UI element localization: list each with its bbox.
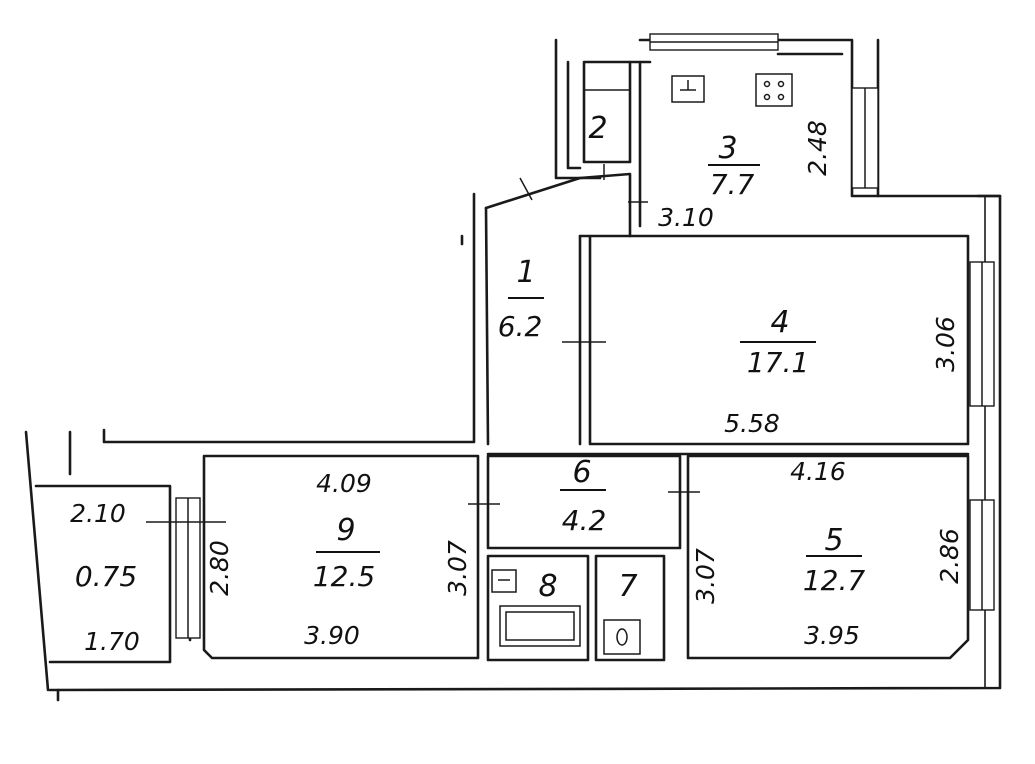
toilet-icon — [603, 619, 641, 655]
room-labels: 2 3 7.7 1 6.2 4 17.1 6 4.2 8 7 9 12.5 5 … — [313, 111, 866, 604]
kitchen-fixtures — [671, 73, 793, 107]
room5-top-dimension: 4.16 — [790, 457, 846, 486]
room-9-number: 9 — [336, 513, 355, 548]
room-8-number: 8 — [538, 569, 557, 604]
door-marks — [146, 164, 700, 523]
room-1-area: 6.2 — [498, 310, 543, 343]
room-1-number: 1 — [516, 255, 535, 290]
sink-icon — [671, 75, 705, 103]
room-7-number: 7 — [618, 569, 637, 604]
room-9-area: 12.5 — [313, 560, 375, 593]
room-3-area: 7.7 — [710, 168, 755, 201]
room5-bottom-dimension: 3.95 — [804, 621, 860, 650]
bathroom-fixtures — [491, 569, 641, 655]
balcony-top-dimension: 2.10 — [70, 499, 126, 528]
room9-top-dimension: 4.09 — [316, 469, 372, 498]
room9-bottom-dimension: 3.90 — [304, 621, 360, 650]
room4-side-dimension: 3.06 — [931, 316, 960, 372]
kitchen-bottom-dimension: 3.10 — [658, 203, 714, 232]
room-3-number: 3 — [718, 131, 737, 166]
kitchen-side-dimension: 2.48 — [803, 120, 832, 176]
balcony-area: 0.75 — [75, 560, 137, 593]
room-2-number: 2 — [588, 111, 607, 146]
room9-left-dimension: 2.80 — [205, 540, 234, 596]
room9-right-dimension: 3.07 — [443, 540, 472, 596]
room-4-number: 4 — [770, 305, 789, 340]
room4-bottom-dimension: 5.58 — [724, 409, 780, 438]
room-6-number: 6 — [572, 455, 591, 490]
bathtub-icon — [499, 605, 581, 647]
stove-icon — [755, 73, 793, 107]
balcony-bottom-dimension: 1.70 — [84, 627, 140, 656]
room-5-number: 5 — [824, 523, 843, 558]
balcony-labels: 2.10 0.75 1.70 — [70, 499, 140, 656]
room-4-area: 17.1 — [747, 346, 809, 379]
washbasin-icon — [491, 569, 517, 593]
windows — [175, 33, 995, 639]
room-6-area: 4.2 — [562, 504, 607, 537]
dimension-labels: 2.48 3.10 3.06 5.58 4.09 2.80 3.07 3.90 … — [205, 120, 964, 650]
room5-left-dimension: 3.07 — [691, 548, 720, 604]
room5-right-dimension: 2.86 — [935, 528, 964, 584]
room-5-area: 12.7 — [803, 564, 866, 597]
